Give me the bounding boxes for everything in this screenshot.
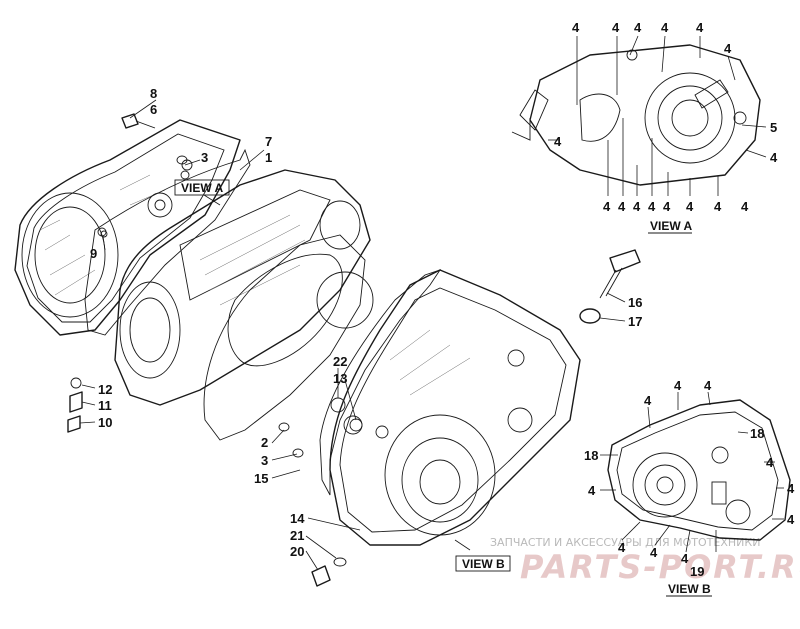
- callout-20: 20: [290, 544, 304, 559]
- callout-b-4-2: 4: [674, 378, 682, 393]
- callout-15: 15: [254, 471, 268, 486]
- bolts-bottom: [311, 397, 363, 587]
- callout-b-4-9: 4: [650, 545, 658, 560]
- callout-a-5: 5: [770, 120, 777, 135]
- view-labels: VIEW A VIEW A VIEW B VIEW B: [174, 179, 712, 597]
- callout-a-4-7: 4: [554, 134, 562, 149]
- watermark-text: ЗАПЧАСТИ И АКСЕССУАРЫ ДЛЯ МОТОТЕХНИКИ: [490, 536, 760, 549]
- callout-10: 10: [98, 415, 112, 430]
- callout-a-4-12: 4: [648, 199, 656, 214]
- callout-a-4-8: 4: [770, 150, 778, 165]
- callout-16: 16: [628, 295, 642, 310]
- callout-a-4-2: 4: [612, 20, 620, 35]
- view-b-ref-label: VIEW B: [462, 557, 505, 571]
- view-a-label: VIEW A: [650, 219, 693, 233]
- callout-b-4-10: 4: [681, 551, 689, 566]
- view-b-inset: [607, 399, 791, 541]
- callouts-view-a: 4 4 4 4 4 4 4 5 4 4 4 4 4 4 4 4 4: [554, 20, 778, 214]
- bolts-left: [67, 113, 156, 433]
- callout-b-4-3: 4: [704, 378, 712, 393]
- callout-a-4-10: 4: [618, 199, 626, 214]
- callout-b-18-right: 18: [750, 426, 764, 441]
- callout-14: 14: [290, 511, 305, 526]
- callout-3-lower: 3: [261, 453, 268, 468]
- housing-gasket: [203, 234, 374, 441]
- callouts-view-b: 4 4 4 18 18 4 4 4 4 4 4 4 19: [584, 378, 795, 579]
- magneto-cover: [329, 269, 581, 546]
- callout-a-4-9: 4: [603, 199, 611, 214]
- callout-a-4-6: 4: [724, 41, 732, 56]
- callout-b-19: 19: [690, 564, 704, 579]
- callout-11: 11: [98, 398, 112, 413]
- callout-7: 7: [265, 134, 272, 149]
- callout-a-4-3: 4: [634, 20, 642, 35]
- leader-lines: [79, 35, 784, 571]
- callout-13: 13: [333, 371, 347, 386]
- callout-a-4-16: 4: [741, 199, 749, 214]
- callout-a-4-4: 4: [661, 20, 669, 35]
- callout-8: 8: [150, 86, 157, 101]
- callouts-main: 8 6 3 7 1 9 12 11 10 2 3 15 22 13 14 21 …: [90, 86, 642, 559]
- callout-b-4-5: 4: [588, 483, 596, 498]
- callout-6: 6: [150, 102, 157, 117]
- callout-22: 22: [333, 354, 347, 369]
- outer-clutch-cover: [14, 119, 241, 336]
- callout-b-4-1: 4: [644, 393, 652, 408]
- callout-9: 9: [90, 246, 97, 261]
- callout-3-upper: 3: [201, 150, 208, 165]
- callout-21: 21: [290, 528, 304, 543]
- callout-a-4-11: 4: [633, 199, 641, 214]
- callout-17: 17: [628, 314, 642, 329]
- callout-b-4-4: 4: [766, 455, 774, 470]
- callout-2: 2: [261, 435, 268, 450]
- oil-fill-plug: [579, 249, 641, 324]
- callout-a-4-14: 4: [686, 199, 694, 214]
- callout-b-4-7: 4: [787, 512, 795, 527]
- callout-a-4-1: 4: [572, 20, 580, 35]
- callout-a-4-13: 4: [663, 199, 671, 214]
- dowel-pins: [176, 155, 304, 458]
- cover-gasket: [84, 148, 251, 336]
- callout-12: 12: [98, 382, 112, 397]
- callout-a-4-5: 4: [696, 20, 704, 35]
- callout-a-4-15: 4: [714, 199, 722, 214]
- view-a-inset: [511, 44, 761, 186]
- view-a-ref-label: VIEW A: [181, 181, 224, 195]
- callout-1: 1: [265, 150, 272, 165]
- callout-b-4-6: 4: [787, 481, 795, 496]
- watermark: ЗАПЧАСТИ И АКСЕССУАРЫ ДЛЯ МОТОТЕХНИКИ PA…: [490, 536, 800, 586]
- clutch-housing: [114, 169, 371, 406]
- watermark-brand: PARTS-PORT.RU: [520, 548, 800, 586]
- callout-b-18-left: 18: [584, 448, 598, 463]
- view-b-label: VIEW B: [668, 582, 711, 596]
- magneto-gasket: [319, 269, 442, 496]
- callout-b-4-8: 4: [618, 540, 626, 555]
